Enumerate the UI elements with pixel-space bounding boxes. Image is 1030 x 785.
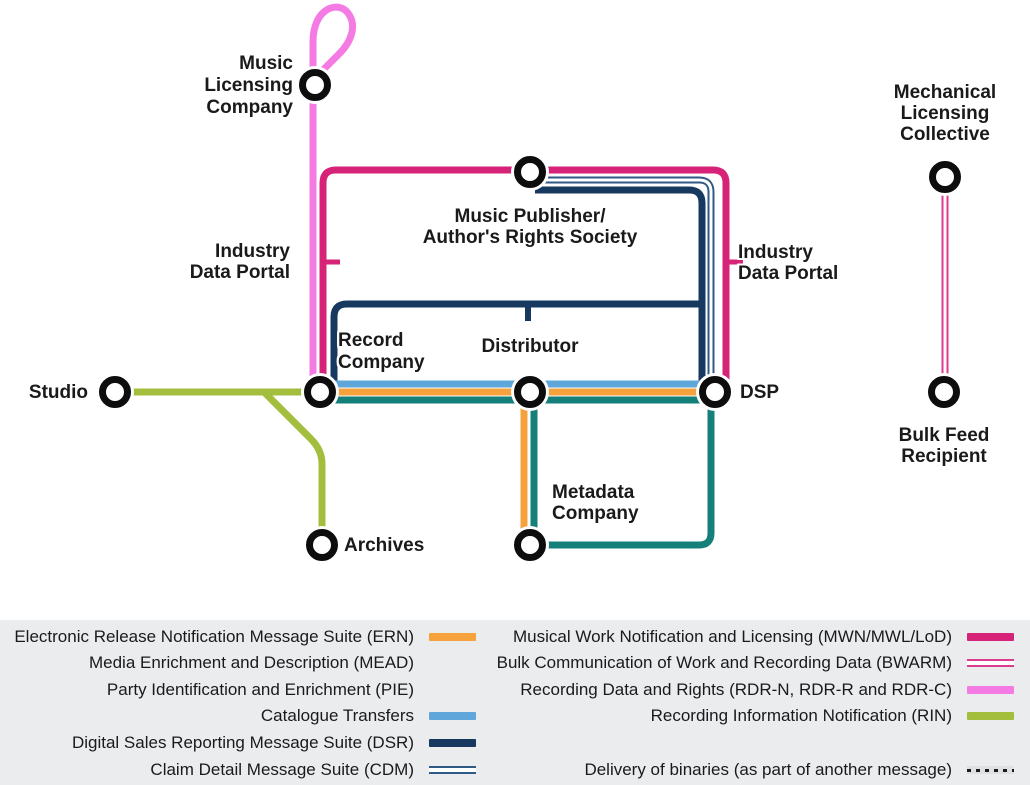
legend-row-mwn: Musical Work Notification and Licensing … — [500, 624, 1014, 650]
legend-label-mead: Media Enrichment and Description (MEAD) — [88, 653, 414, 672]
legend-swatch-bwarm — [967, 659, 1014, 667]
node-mechanical-licensing-collective — [926, 158, 964, 196]
legend-row-binaries: Delivery of binaries (as part of another… — [500, 757, 1014, 783]
legend-swatch-cdm — [429, 766, 476, 774]
legend-label-ern: Electronic Release Notification Message … — [14, 627, 414, 646]
label-bulk-feed-recipient: Bulk Feed Recipient — [898, 425, 990, 467]
legend-row-rdr: Recording Data and Rights (RDR-N, RDR-R … — [500, 677, 1014, 703]
legend-swatch-mwn — [967, 633, 1014, 641]
legend-label-rdr: Recording Data and Rights (RDR-N, RDR-R … — [520, 680, 952, 699]
label-record-company: Record Company — [338, 330, 425, 373]
node-metadata-company — [511, 526, 549, 564]
node-distributor — [511, 373, 549, 411]
node-archives — [303, 526, 341, 564]
legend-label-rin: Recording Information Notification (RIN) — [650, 706, 952, 725]
label-distributor: Distributor — [481, 336, 579, 357]
label-music-publisher: Music Publisher/ Author's Rights Society — [422, 206, 638, 248]
legend-row-catalogue-transfers: Catalogue Transfers — [0, 703, 476, 729]
legend-row-dsr: Digital Sales Reporting Message Suite (D… — [0, 730, 476, 756]
legend-row-cdm: Claim Detail Message Suite (CDM) — [0, 757, 476, 783]
legend-label-binaries: Delivery of binaries (as part of another… — [584, 760, 952, 779]
legend-label-dsr: Digital Sales Reporting Message Suite (D… — [71, 733, 414, 752]
node-bulk-feed-recipient — [925, 373, 963, 411]
legend-panel: Electronic Release Notification Message … — [0, 620, 1030, 785]
line-mead-pie-dsp — [532, 404, 715, 549]
line-dsr-publisher — [535, 186, 706, 392]
legend-label-catalogue-transfers: Catalogue Transfers — [260, 706, 414, 725]
station-nodes — [96, 66, 964, 564]
legend-row-rin: Recording Information Notification (RIN) — [500, 703, 1014, 729]
node-record-company — [301, 373, 339, 411]
legend-label-cdm: Claim Detail Message Suite (CDM) — [150, 760, 414, 779]
legend-swatch-catalogue — [429, 712, 476, 720]
line-dsr-record-company — [330, 300, 702, 392]
label-studio: Studio — [28, 382, 88, 403]
line-rdr — [309, 3, 357, 392]
node-studio — [96, 373, 134, 411]
legend-label-mwn: Musical Work Notification and Licensing … — [513, 627, 952, 646]
label-dsp: DSP — [740, 382, 780, 403]
legend-swatch-binaries — [967, 766, 1014, 774]
legend-swatch-dsr — [429, 739, 476, 747]
label-industry-data-portal-right: Industry Data Portal — [738, 242, 839, 284]
label-music-licensing-company: Music Licensing Company — [204, 53, 293, 118]
legend-swatch-rdr — [967, 686, 1014, 694]
node-music-licensing-company — [296, 66, 334, 104]
label-mechanical-licensing-collective: Mechanical Licensing Collective — [893, 82, 997, 145]
striped-line-cores — [535, 178, 947, 388]
node-dsp — [696, 373, 734, 411]
legend-row-bwarm: Bulk Communication of Work and Recording… — [496, 650, 1014, 676]
legend-row-pie: Party Identification and Enrichment (PIE… — [0, 677, 476, 703]
line-rin-archives — [261, 389, 326, 545]
legend-label-bwarm: Bulk Communication of Work and Recording… — [496, 653, 952, 672]
node-music-publisher — [511, 153, 549, 191]
legend-label-pie: Party Identification and Enrichment (PIE… — [106, 680, 414, 699]
legend-swatch-rin — [967, 712, 1014, 720]
legend-row-ern: Electronic Release Notification Message … — [0, 624, 476, 650]
legend-swatch-ern — [429, 633, 476, 641]
label-archives: Archives — [344, 535, 425, 556]
legend-row-mead: Media Enrichment and Description (MEAD) — [0, 650, 476, 676]
label-industry-data-portal-left: Industry Data Portal — [189, 241, 290, 283]
label-metadata-company: Metadata Company — [552, 482, 639, 524]
